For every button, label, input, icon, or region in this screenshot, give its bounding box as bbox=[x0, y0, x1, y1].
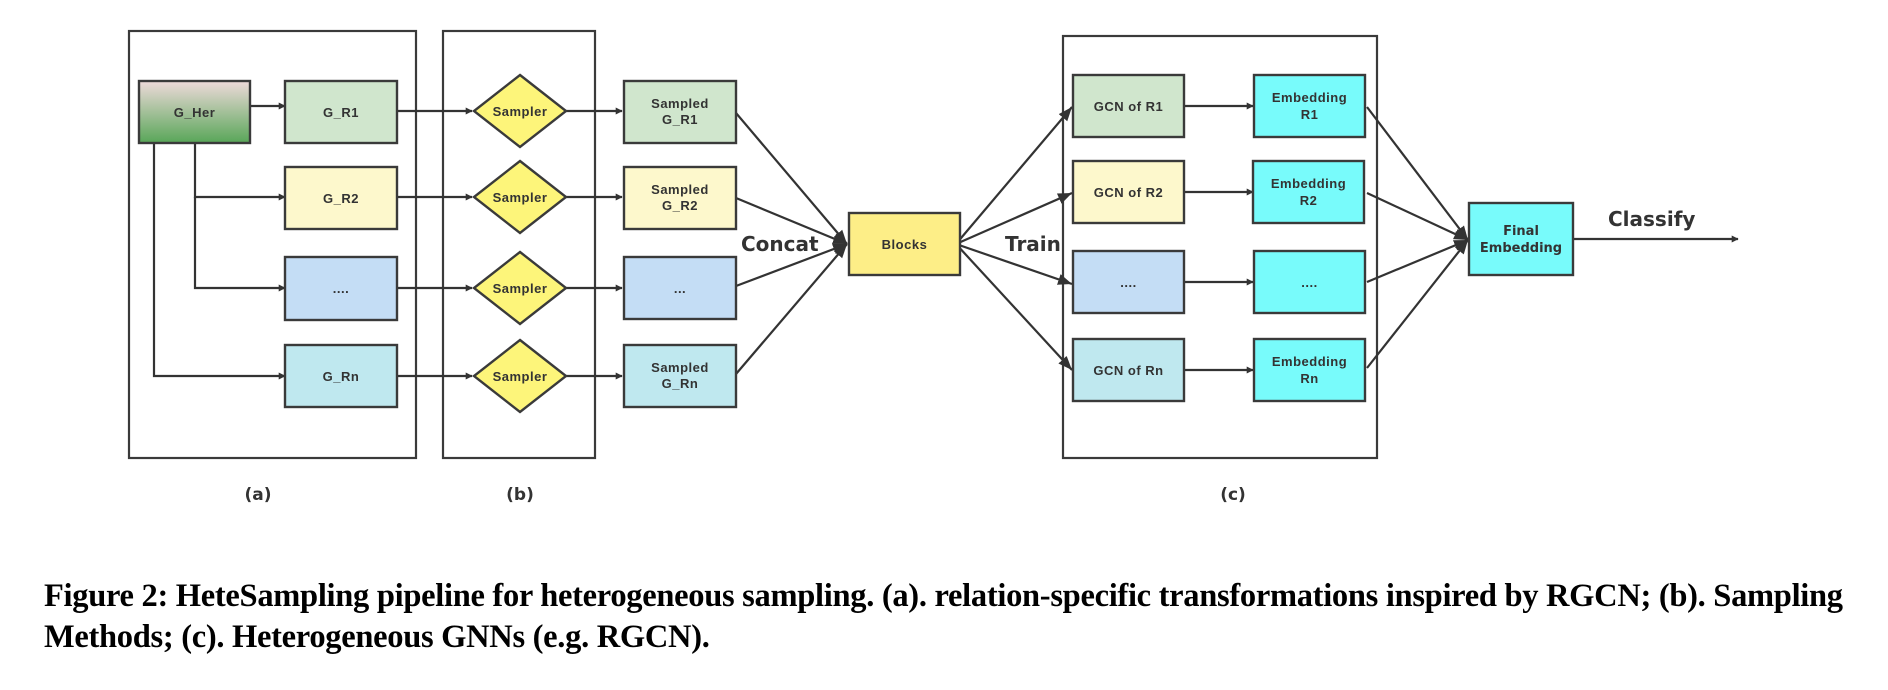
node-g-rdots: .... bbox=[283, 255, 399, 322]
panel-b-frame bbox=[441, 29, 597, 460]
node-blocks-label: Blocks bbox=[882, 237, 928, 252]
svg-text:R2: R2 bbox=[1300, 193, 1318, 208]
sampler-4: Sampler bbox=[472, 338, 568, 414]
node-g-rn: G_Rn bbox=[283, 343, 399, 409]
svg-text:G_Rn: G_Rn bbox=[662, 376, 699, 391]
embedding-r1: Embedding R1 bbox=[1252, 73, 1367, 139]
svg-text:Embedding: Embedding bbox=[1272, 354, 1347, 369]
node-blocks: Blocks bbox=[847, 211, 962, 277]
train-label: Train bbox=[1005, 232, 1061, 256]
svg-text:G_R1: G_R1 bbox=[662, 112, 698, 127]
sampler-edges bbox=[396, 107, 623, 380]
train-edges bbox=[955, 106, 1073, 371]
sampler-1-label: Sampler bbox=[493, 104, 548, 119]
figure-caption: Figure 2: HeteSampling pipeline for hete… bbox=[44, 578, 1843, 655]
concat-edges bbox=[735, 112, 848, 375]
sampler-1: Sampler bbox=[472, 73, 568, 149]
sampler-2-label: Sampler bbox=[493, 190, 548, 205]
embedding-r2: Embedding R2 bbox=[1251, 159, 1366, 225]
gcn-embedding-edges bbox=[1184, 102, 1254, 374]
svg-text:Sampled: Sampled bbox=[651, 360, 709, 375]
panel-b-label: (b) bbox=[506, 485, 534, 505]
sampler-4-label: Sampler bbox=[493, 369, 548, 384]
panel-a-edges bbox=[152, 102, 286, 380]
svg-text:....: .... bbox=[1301, 275, 1317, 290]
gcn-r1: GCN of R1 bbox=[1071, 73, 1186, 139]
node-g-her: G_Her bbox=[137, 79, 252, 145]
node-g-her-label: G_Her bbox=[174, 105, 216, 120]
panel-a-frame bbox=[127, 29, 418, 460]
edge-gher-grdots bbox=[193, 197, 286, 292]
node-g-r1: G_R1 bbox=[283, 79, 399, 145]
sampled-g-r2: Sampled G_R2 bbox=[622, 165, 738, 231]
panel-c-frame bbox=[1061, 34, 1379, 460]
svg-text:GCN of R1: GCN of R1 bbox=[1094, 99, 1164, 114]
sampled-dots: ... bbox=[622, 255, 738, 321]
panel-a-label: (a) bbox=[244, 485, 271, 505]
svg-text:Final: Final bbox=[1503, 224, 1539, 239]
pipeline-diagram: G_Her G_R1 G_R2 .... G_Rn Sampler Sample… bbox=[127, 29, 1739, 505]
svg-text:GCN of Rn: GCN of Rn bbox=[1093, 363, 1163, 378]
svg-text:Embedding: Embedding bbox=[1271, 176, 1346, 191]
sampled-g-rn: Sampled G_Rn bbox=[622, 343, 738, 409]
embedding-dots: .... bbox=[1252, 249, 1367, 315]
node-g-r1-label: G_R1 bbox=[323, 105, 359, 120]
gcn-r2: GCN of R2 bbox=[1071, 159, 1186, 225]
svg-text:Sampled: Sampled bbox=[651, 96, 709, 111]
embedding-rn: Embedding Rn bbox=[1252, 337, 1367, 403]
svg-text:Embedding: Embedding bbox=[1480, 241, 1562, 256]
gcn-rn: GCN of Rn bbox=[1071, 337, 1186, 403]
final-edges bbox=[1366, 106, 1469, 369]
sampler-2: Sampler bbox=[472, 159, 568, 235]
svg-text:GCN of R2: GCN of R2 bbox=[1094, 185, 1164, 200]
node-g-rdots-label: .... bbox=[333, 281, 349, 296]
svg-text:...: ... bbox=[674, 281, 686, 296]
svg-text:R1: R1 bbox=[1301, 107, 1319, 122]
edge-gher-grn bbox=[152, 143, 286, 380]
node-g-r2-label: G_R2 bbox=[323, 191, 359, 206]
svg-text:Rn: Rn bbox=[1300, 371, 1318, 386]
node-g-r2: G_R2 bbox=[283, 165, 399, 231]
svg-text:....: .... bbox=[1120, 275, 1136, 290]
final-embedding: Final Embedding bbox=[1467, 201, 1575, 277]
sampler-3: Sampler bbox=[472, 250, 568, 326]
svg-text:Embedding: Embedding bbox=[1272, 90, 1347, 105]
node-g-rn-label: G_Rn bbox=[323, 369, 360, 384]
sampled-g-r1: Sampled G_R1 bbox=[622, 79, 738, 145]
sampler-3-label: Sampler bbox=[493, 281, 548, 296]
svg-text:Sampled: Sampled bbox=[651, 182, 709, 197]
panel-c-label: (c) bbox=[1220, 485, 1246, 505]
classify-label: Classify bbox=[1608, 207, 1695, 231]
svg-text:G_R2: G_R2 bbox=[662, 198, 698, 213]
gcn-dots: .... bbox=[1071, 249, 1186, 315]
concat-label: Concat bbox=[741, 232, 819, 256]
edge-gher-gr2 bbox=[193, 143, 286, 201]
